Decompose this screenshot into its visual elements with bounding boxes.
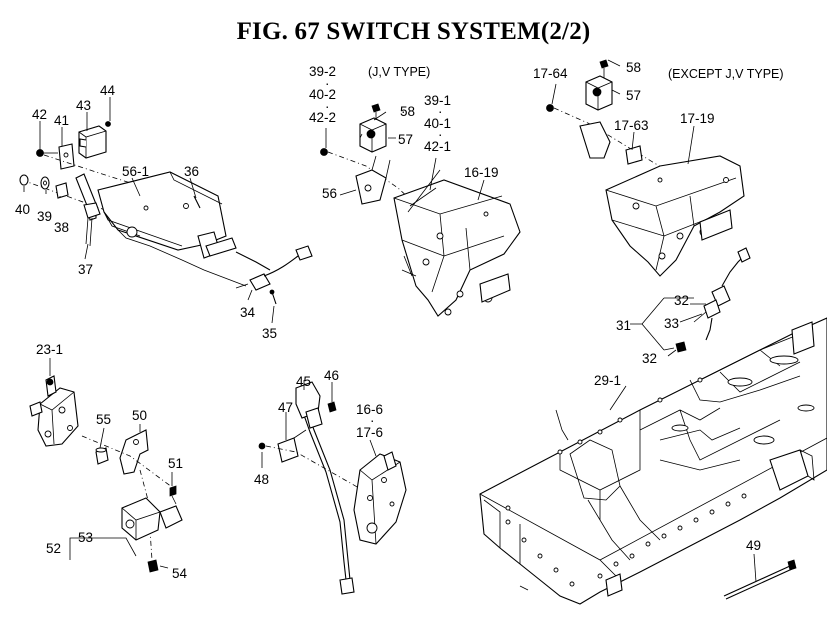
callout-16-6: 16-6 <box>356 402 383 417</box>
svg-text:·: · <box>438 127 443 142</box>
callout-39-1: 39-1 <box>424 93 451 108</box>
except-jv-type-assembly <box>546 59 745 277</box>
cable-tie-49 <box>723 553 797 600</box>
callout-54: 54 <box>172 566 188 581</box>
callout-34: 34 <box>240 305 256 320</box>
callout-58-std: 58 <box>626 60 641 75</box>
callout-40-2: 40-2 <box>309 87 336 102</box>
callout-51: 51 <box>168 456 183 471</box>
callout-40: 40 <box>15 202 30 217</box>
callout-37: 37 <box>78 262 93 277</box>
jv-type-assembly: · <box>320 103 521 317</box>
callout-41: 41 <box>54 113 69 128</box>
callout-39: 39 <box>37 209 52 224</box>
callout-42-2: 42-2 <box>309 110 336 125</box>
callout-33: 33 <box>664 316 679 331</box>
callout-43: 43 <box>76 98 91 113</box>
callout-44: 44 <box>100 83 116 98</box>
callout-17-6: 17-6 <box>356 425 383 440</box>
callout-17-63: 17-63 <box>614 118 649 133</box>
jv-type-note: (J,V TYPE) <box>368 65 430 79</box>
callout-31: 31 <box>616 318 631 333</box>
callout-48: 48 <box>254 472 269 487</box>
svg-text:·: · <box>401 104 406 119</box>
callout-32-upper: 32 <box>674 293 689 308</box>
figure-title: FIG. 67 SWITCH SYSTEM(2/2) <box>236 18 591 45</box>
main-frame-assembly-29-1 <box>479 247 827 605</box>
svg-text:·: · <box>438 104 443 119</box>
callout-57-jv: 57 <box>398 132 413 147</box>
callout-45: 45 <box>296 374 311 389</box>
callout-35: 35 <box>262 326 277 341</box>
callout-42: 42 <box>32 107 47 122</box>
callout-17-19: 17-19 <box>680 111 715 126</box>
callout-labels: 44 42 43 41 40 39 38 37 56-1 36 34 35 39… <box>15 60 784 581</box>
callout-56: 56 <box>322 186 337 201</box>
svg-text:·: · <box>370 413 375 428</box>
switch-rod-assembly-45 <box>258 380 407 595</box>
callout-36: 36 <box>184 164 199 179</box>
callout-17-64: 17-64 <box>533 66 568 81</box>
callout-47: 47 <box>278 400 293 415</box>
callout-55: 55 <box>96 412 111 427</box>
callout-32-lower: 32 <box>642 351 657 366</box>
callout-40-1: 40-1 <box>424 116 451 131</box>
svg-text:·: · <box>325 99 330 114</box>
callout-58-jv: 58 <box>400 104 415 119</box>
callout-38: 38 <box>54 220 69 235</box>
switch-bracket-assembly-56-1 <box>19 97 313 324</box>
callout-50: 50 <box>132 408 147 423</box>
svg-text:·: · <box>325 76 330 91</box>
callout-39-2: 39-2 <box>309 64 336 79</box>
switch-assembly-23-1 <box>29 358 183 573</box>
callout-52: 52 <box>46 541 61 556</box>
callout-57-std: 57 <box>626 88 641 103</box>
callout-49: 49 <box>746 538 761 553</box>
callout-56-1: 56-1 <box>122 164 149 179</box>
callout-42-1: 42-1 <box>424 139 451 154</box>
except-jv-type-note: (EXCEPT J,V TYPE) <box>668 67 784 81</box>
callout-23-1: 23-1 <box>36 342 63 357</box>
callout-16-19: 16-19 <box>464 165 499 180</box>
callout-29-1: 29-1 <box>594 373 621 388</box>
callout-53: 53 <box>78 530 93 545</box>
callout-46: 46 <box>324 368 339 383</box>
